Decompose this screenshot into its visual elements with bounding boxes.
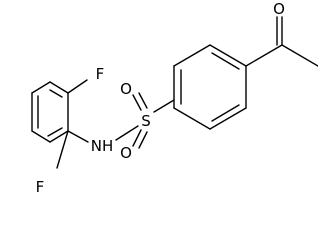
chemical-structure-diagram: F F NH S O O O xyxy=(31,0,318,196)
acetyl-group xyxy=(245,16,318,67)
difluorophenyl-ring xyxy=(31,81,69,143)
atom-label-amide-nitrogen: NH xyxy=(91,137,114,155)
bond-ring-to-fluorine-bottom xyxy=(56,130,69,169)
atom-label-fluorine-top: F xyxy=(96,65,105,83)
atom-label-sulfonyl-oxygen-bottom: O xyxy=(120,144,132,162)
benzene-ring xyxy=(173,44,247,130)
atom-label-fluorine-bottom: F xyxy=(36,178,45,196)
bond-ring-to-nitrogen xyxy=(67,130,89,143)
bond-ring-to-fluorine-top xyxy=(67,79,88,94)
atom-label-sulfur: S xyxy=(141,112,151,130)
sulfonyl-double-bonds xyxy=(132,92,148,149)
bond-sulfur-to-ring xyxy=(153,99,175,113)
bond-nitrogen-to-sulfur xyxy=(115,125,139,141)
atom-label-sulfonyl-oxygen-top: O xyxy=(120,80,132,98)
atom-label-ketone-oxygen: O xyxy=(273,0,285,18)
